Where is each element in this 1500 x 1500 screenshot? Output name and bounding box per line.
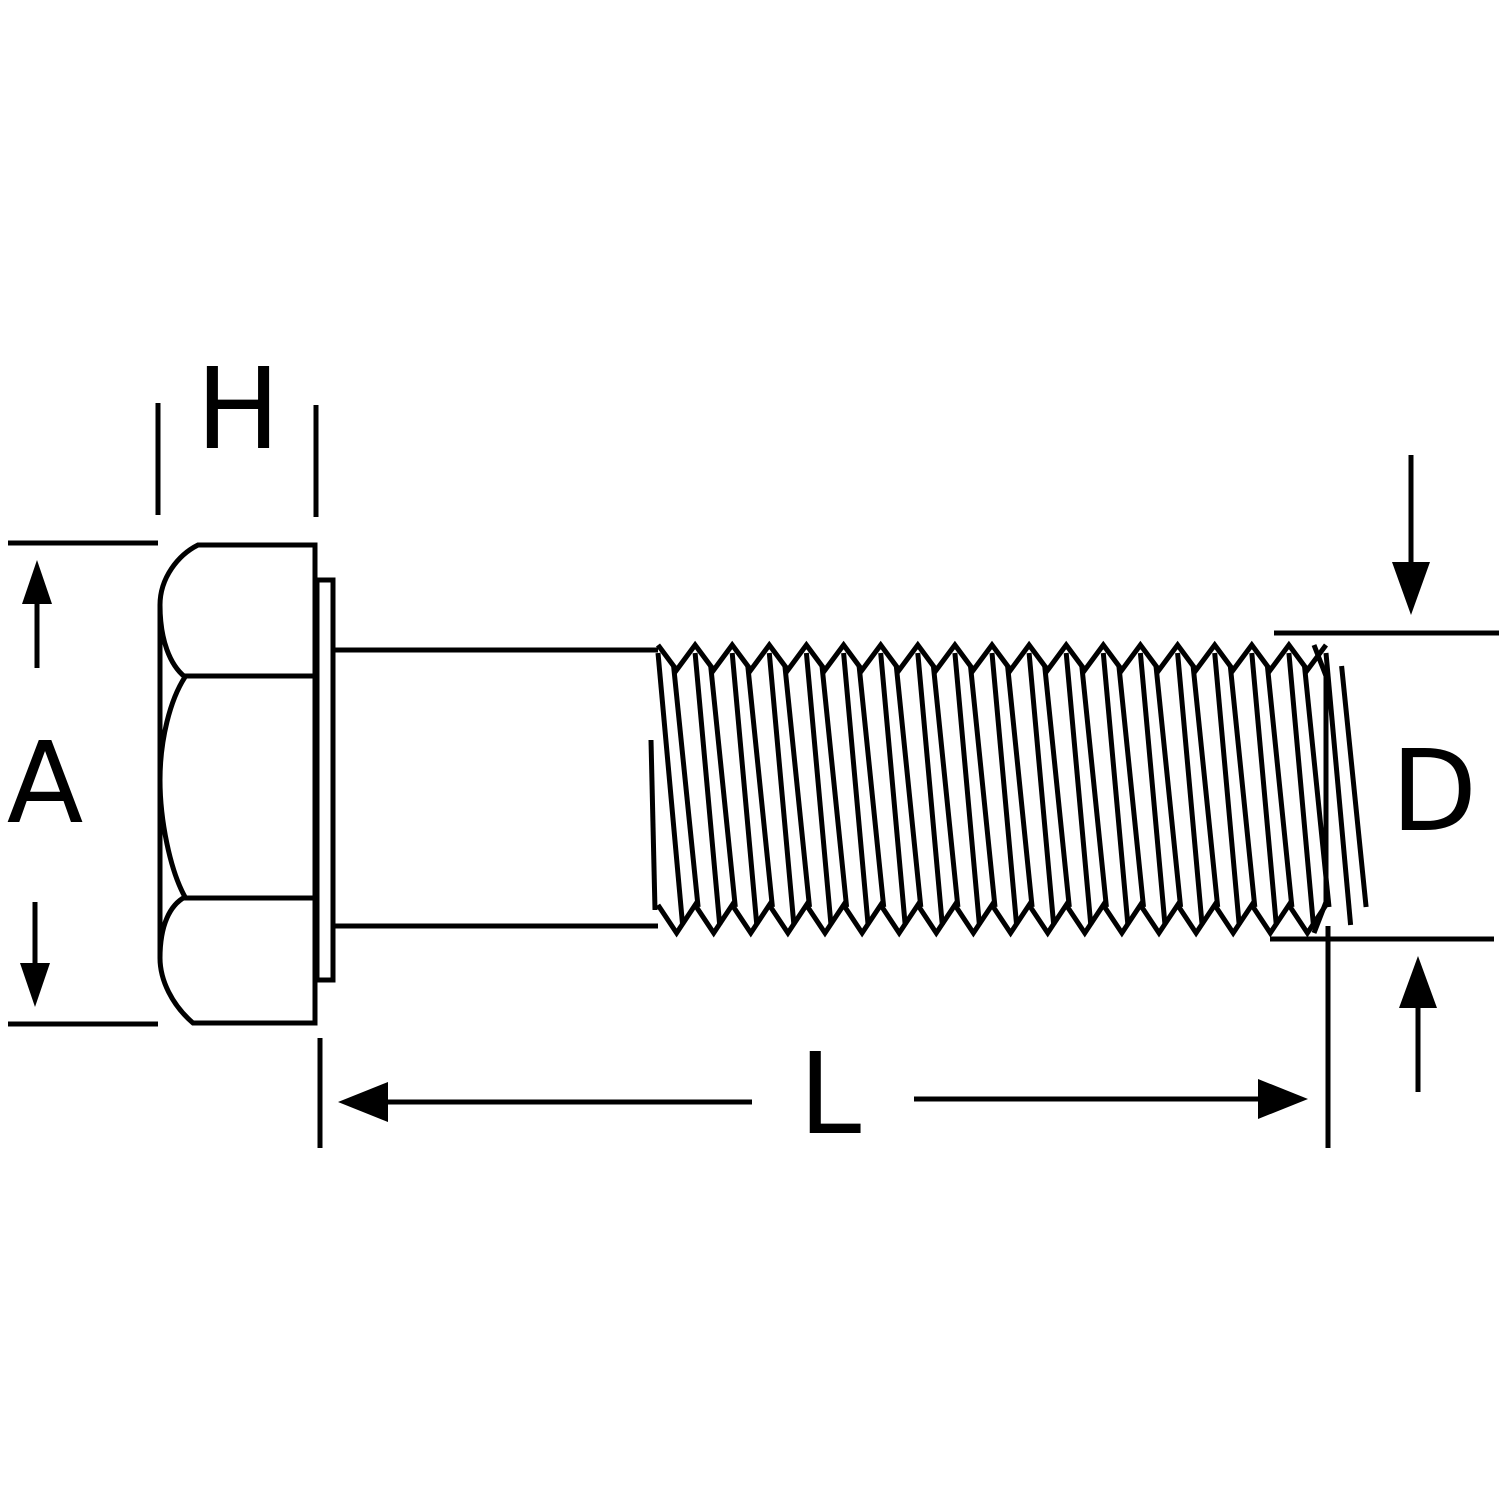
- d-arrow-up-head: [1399, 956, 1437, 1008]
- thread-root-line: [856, 665, 887, 908]
- bolt-head: [157, 542, 336, 1026]
- bolt-shank: [335, 647, 658, 929]
- thread-root-line: [708, 665, 738, 908]
- d-arrow-down-head: [1392, 562, 1430, 615]
- h-label: H: [196, 345, 280, 475]
- washer-face: [314, 577, 336, 983]
- l-arrow-right-head: [1258, 1079, 1308, 1119]
- thread-end-chamfer: [1311, 644, 1329, 934]
- thread-crest-line: [1323, 652, 1354, 926]
- thread-root-line: [930, 665, 961, 908]
- thread-root-line: [671, 665, 701, 908]
- thread-crest-line: [878, 652, 908, 926]
- a-arrow-down-head: [20, 963, 50, 1007]
- thread-crest-line: [803, 652, 834, 926]
- bolt-threads: [648, 640, 1369, 938]
- thread-crest-line: [766, 652, 797, 926]
- thread-root-line: [1339, 665, 1369, 908]
- thread-crest-line: [1063, 652, 1094, 926]
- thread-crest-line: [1100, 652, 1131, 926]
- thread-crest-line: [1249, 652, 1279, 926]
- thread-root-line: [1190, 665, 1221, 908]
- thread-crest-line: [1286, 652, 1316, 926]
- thread-crest-line: [1212, 652, 1242, 926]
- thread-root-line: [1302, 665, 1332, 908]
- dimension-h: H: [155, 345, 319, 517]
- thread-crest-line: [692, 652, 723, 926]
- thread-crest-line: [1026, 652, 1057, 926]
- thread-crest-line: [841, 652, 871, 926]
- thread-crest-line: [915, 652, 945, 926]
- thread-root-line: [968, 665, 998, 908]
- thread-crest-line: [989, 652, 1020, 926]
- d-label: D: [1391, 727, 1477, 857]
- thread-root-line: [745, 665, 775, 908]
- dimension-a: A: [7, 540, 158, 1027]
- thread-root-line: [893, 665, 924, 908]
- thread-crest-line: [729, 652, 760, 926]
- thread-root-line: [1079, 665, 1109, 908]
- thread-crest-line: [952, 652, 982, 926]
- thread-crest-line: [1137, 652, 1168, 926]
- thread-root-line: [1264, 665, 1295, 908]
- hex-head-outline: [157, 542, 318, 1026]
- thread-root-line: [782, 665, 812, 908]
- thread-top-profile: [655, 640, 1329, 675]
- l-arrow-left-head: [338, 1082, 388, 1122]
- thread-root-line: [1116, 665, 1146, 908]
- a-label: A: [7, 719, 84, 849]
- thread-runout-line: [648, 739, 658, 911]
- a-arrow-up-head: [22, 560, 52, 604]
- dimension-l: L: [317, 926, 1331, 1160]
- thread-root-line: [819, 665, 850, 908]
- thread-crest-line: [655, 652, 686, 926]
- thread-root-line: [1042, 665, 1072, 908]
- thread-root-line: [1227, 665, 1258, 908]
- l-label: L: [799, 1030, 861, 1160]
- dimension-d: D: [1270, 455, 1499, 1092]
- thread-root-line: [1005, 665, 1035, 908]
- thread-crest-line: [1175, 652, 1205, 926]
- thread-bottom-profile: [655, 900, 1329, 938]
- thread-root-line: [1153, 665, 1184, 908]
